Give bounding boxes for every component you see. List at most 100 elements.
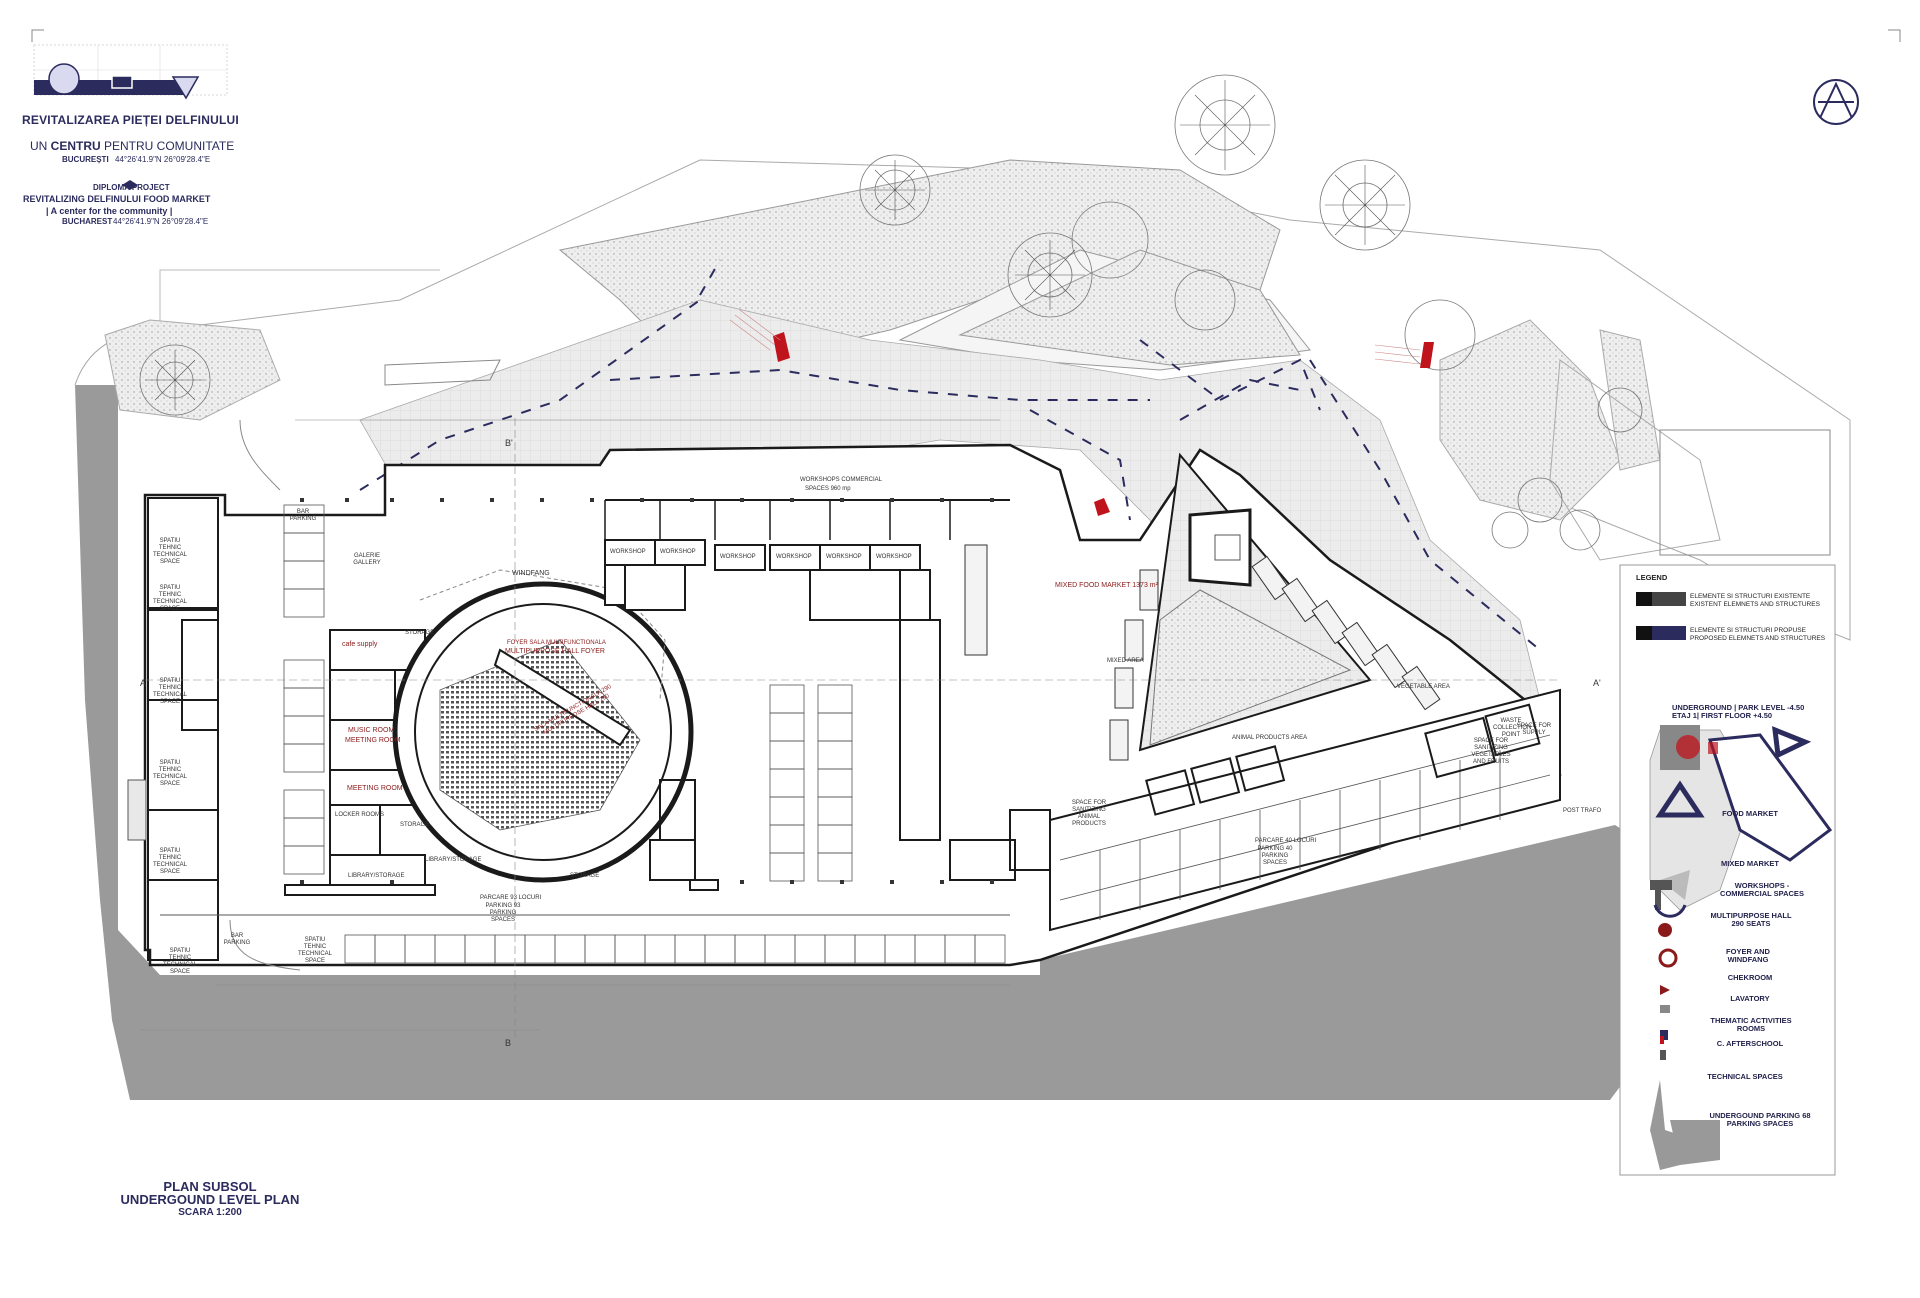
label-library-storage: LIBRARY/STORAGE: [348, 873, 405, 879]
legend-item-mixed-market: MIXED MARKET: [1721, 859, 1779, 868]
legend-title: LEGEND: [1636, 573, 1668, 582]
legend-key-map: [1649, 725, 1833, 1170]
plan-title-en: UNDERGOUND LEVEL PLAN: [120, 1192, 300, 1207]
project-subtitle-ro: UN CENTRU PENTRU COMUNITATE: [30, 139, 234, 153]
label-gallery: GALERIE GALLERY: [353, 553, 381, 566]
dimension-lines: [140, 418, 1560, 1040]
label-storage-3: STORAGE: [570, 873, 600, 879]
coords-ro: 44°26'41.9"N 26°09'28.4"E: [115, 155, 211, 164]
label-space-supply: SPACE FOR SUPPLY: [1516, 723, 1552, 736]
label-space-veg: SPACE FOR SANITIZING VEGETABLES AND FRUI…: [1471, 738, 1511, 765]
diploma-label: DIPLOMA PROJECT: [93, 183, 170, 192]
grid-axis-b: B: [505, 1038, 512, 1048]
legend-item-food-market: FOOD MARKET: [1722, 809, 1778, 818]
label-workshop-4: WORKSHOP: [776, 554, 812, 560]
label-storage-1: STORAGE: [405, 630, 435, 636]
label-mixed-area: MIXED AREA: [1107, 658, 1144, 664]
label-locker-rooms: LOCKER ROOMS: [335, 812, 385, 818]
legend-item-multipurpose-hall: MULTIPURPOSE HALL 290 SEATS: [1710, 911, 1792, 928]
legend-item-chekroom: CHEKROOM: [1727, 973, 1773, 982]
label-meeting-room-1: MEETING ROOM: [345, 737, 401, 744]
label-parking-en: PARKING 93 PARKING SPACES: [485, 903, 521, 923]
triangle-court-inner: [1149, 589, 1352, 746]
header-logo-icon: [33, 44, 228, 190]
label-vegetable-area: VEGETABLE AREA: [1397, 684, 1450, 690]
project-title-en: REVITALIZING DELFINULUI FOOD MARKET: [23, 194, 211, 204]
label-workshop-1: WORKSHOP: [610, 549, 646, 555]
legend-item-parking: UNDERGOUND PARKING 68 PARKING SPACES: [1709, 1111, 1811, 1128]
east-parking-bays: [1059, 734, 1551, 920]
ramps: [229, 359, 501, 971]
red-stair-markers: [773, 332, 1434, 516]
north-arrow-icon: [1813, 79, 1859, 125]
legend-item-lavatory: LAVATORY: [1730, 994, 1770, 1003]
existing-building: [1659, 429, 1831, 556]
label-cafe-supply: cafe supply: [342, 641, 378, 648]
parking-bays-south: [344, 934, 1006, 964]
city-ro: BUCUREȘTI: [62, 155, 109, 164]
legend-item-technical: TECHNICAL SPACES: [1707, 1072, 1783, 1081]
coords-en: 44°26'41.9"N 26°09'28.4"E: [113, 217, 209, 226]
label-technical-space-3: SPATIU TEHNIC TECHNICAL SPACE: [152, 678, 187, 705]
ground-mass: [75, 385, 1655, 1100]
label-technical-space-5: SPATIU TEHNIC TECHNICAL SPACE: [152, 848, 187, 875]
label-technical-space-2: SPATIU TEHNIC TECHNICAL SPACE: [152, 585, 187, 612]
legend-proposed-en: PROPOSED ELEMNETS AND STRUCTURES: [1690, 635, 1826, 642]
workshop-row: [604, 539, 921, 611]
subtitle-post: PENTRU COMUNITATE: [100, 139, 235, 153]
label-foyer-en: MULTIPURPOSE HALL FOYER: [505, 648, 605, 655]
label-bar-parking: BAR PARKING: [289, 509, 317, 522]
label-foyer-ro: FOYER SALA MULTIFUNCTIONALA: [507, 640, 606, 646]
label-waste: WASTE COLLECTION POINT: [1493, 718, 1532, 738]
parking-bays-left: [283, 504, 325, 875]
plan-title-ro: PLAN SUBSOL: [163, 1179, 257, 1194]
legend-item-workshops: WORKSHOPS - COMMERCIAL SPACES: [1720, 881, 1804, 898]
corner-mark-tl: [31, 29, 44, 42]
legend-item-afterschool: C. AFTERSCHOOL: [1716, 1039, 1784, 1048]
left-service-block: [147, 497, 219, 961]
label-parking-ro: PARCARE 93 LOCURI: [480, 895, 542, 901]
label-technical-space-4: SPATIU TEHNIC TECHNICAL SPACE: [152, 760, 187, 787]
column-grid: [300, 498, 994, 884]
project-title-ro: REVITALIZAREA PIEȚEI DELFINULUI: [22, 113, 239, 127]
legend-proposed-ro: ELEMENTE SI STRUCTURI PROPUSE: [1690, 627, 1806, 634]
legend-level-2: ETAJ 1| FIRST FLOOR +4.50: [1672, 711, 1773, 720]
label-workshops-commercial: WORKSHOPS COMMERCIAL: [800, 477, 883, 483]
subtitle-pre: UN: [30, 139, 51, 153]
label-workshop-5: WORKSHOP: [826, 554, 862, 560]
label-music-room: MUSIC ROOM: [348, 727, 395, 734]
park-area-west: [104, 319, 281, 421]
legend-existing-en: EXISTENT ELEMNETS AND STRUCTURES: [1690, 601, 1820, 608]
market-stalls: [964, 544, 1441, 761]
label-mixed-food-market: MIXED FOOD MARKET 1373 m²: [1055, 582, 1158, 589]
left-entrance: [127, 779, 147, 841]
label-workshop-6: WORKSHOP: [876, 554, 912, 560]
stair-core: [1188, 508, 1252, 587]
stair-hatch: [729, 309, 1421, 365]
label-workshops-area: SPACES 960 mp: [805, 486, 851, 492]
label-technical-space-6: SPATIU TEHNIC TECHNICAL SPACE: [162, 948, 197, 975]
east-service-rooms: [1145, 703, 1541, 816]
legend-level-1: UNDERGROUND | PARK LEVEL -4.50: [1672, 703, 1805, 712]
multipurpose-hall: [392, 581, 694, 883]
tagline-en: | A center for the community |: [46, 206, 173, 216]
city-en: BUCHAREST: [62, 217, 113, 226]
grid-axis-a2: A': [1593, 678, 1601, 688]
grid-axis-a: A: [140, 678, 147, 688]
label-post-trafo: POST TRAFO: [1563, 808, 1602, 814]
plan-title: PLAN SUBSOL UNDERGOUND LEVEL PLAN SCARA …: [100, 1180, 320, 1219]
label-parking2-en: PARKING 40 PARKING SPACES: [1257, 846, 1293, 866]
label-space-animal: SPACE FOR SANITIZING ANIMAL PRODUCTS: [1071, 800, 1107, 827]
label-workshop-2: WORKSHOP: [660, 549, 696, 555]
label-technical-space-1: SPATIU TEHNIC TECHNICAL SPACE: [152, 538, 187, 565]
label-bar-parking-2: BAR PARKING: [223, 933, 251, 946]
corner-mark-tr: [1888, 29, 1901, 42]
parking-bays-centre: [769, 684, 853, 882]
label-animal-products: ANIMAL PRODUCTS AREA: [1232, 735, 1308, 741]
legend-item-foyer: FOYER AND WINDFANG: [1726, 947, 1770, 964]
plan-scale: SCARA 1:200: [178, 1207, 242, 1218]
label-technical-space-7: SPATIU TEHNIC TECHNICAL SPACE: [297, 937, 332, 964]
subtitle-bold: CENTRU: [50, 139, 101, 153]
legend-existing-ro: ELEMENTE SI STRUCTURI EXISTENTE: [1690, 593, 1811, 600]
